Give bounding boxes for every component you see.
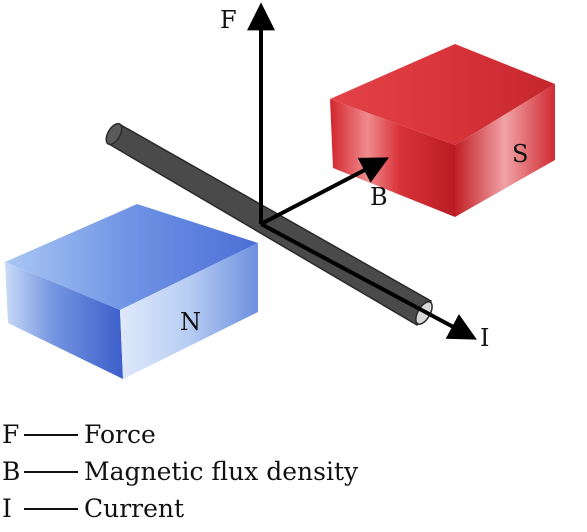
south-magnet-front xyxy=(330,99,455,217)
legend-symbol: I xyxy=(2,494,12,523)
legend-symbol: B xyxy=(2,457,21,486)
south-magnet-side xyxy=(455,84,555,217)
legend-dash xyxy=(24,433,78,436)
flux-arrow xyxy=(260,157,389,226)
legend-symbol: F xyxy=(2,420,20,449)
legend-item-current: I Current xyxy=(2,490,582,527)
south-magnet-top xyxy=(330,44,555,145)
legend-item-force: F Force xyxy=(2,416,582,453)
north-magnet-side xyxy=(120,243,258,379)
south-pole-label: S xyxy=(512,140,528,168)
flux-label: B xyxy=(370,183,388,211)
legend-text: Current xyxy=(84,494,185,523)
north-magnet-top xyxy=(5,204,258,310)
lorentz-force-diagram: F B I N S xyxy=(5,2,555,379)
force-label: F xyxy=(220,6,237,34)
south-magnet xyxy=(330,44,555,217)
legend-item-flux: B Magnetic flux density xyxy=(2,453,582,490)
legend-dash xyxy=(24,507,78,510)
legend-text: Force xyxy=(84,420,156,449)
conductor-rod-back-end xyxy=(105,122,123,146)
legend: F Force B Magnetic flux density I Curren… xyxy=(2,416,582,527)
legend-text: Magnetic flux density xyxy=(84,457,359,486)
legend-dash xyxy=(24,470,78,473)
vectors xyxy=(247,2,477,340)
north-pole-label: N xyxy=(180,308,201,336)
current-label: I xyxy=(480,324,489,352)
north-magnet-front xyxy=(5,262,123,379)
north-magnet xyxy=(5,204,258,379)
current-arrow xyxy=(260,222,477,340)
